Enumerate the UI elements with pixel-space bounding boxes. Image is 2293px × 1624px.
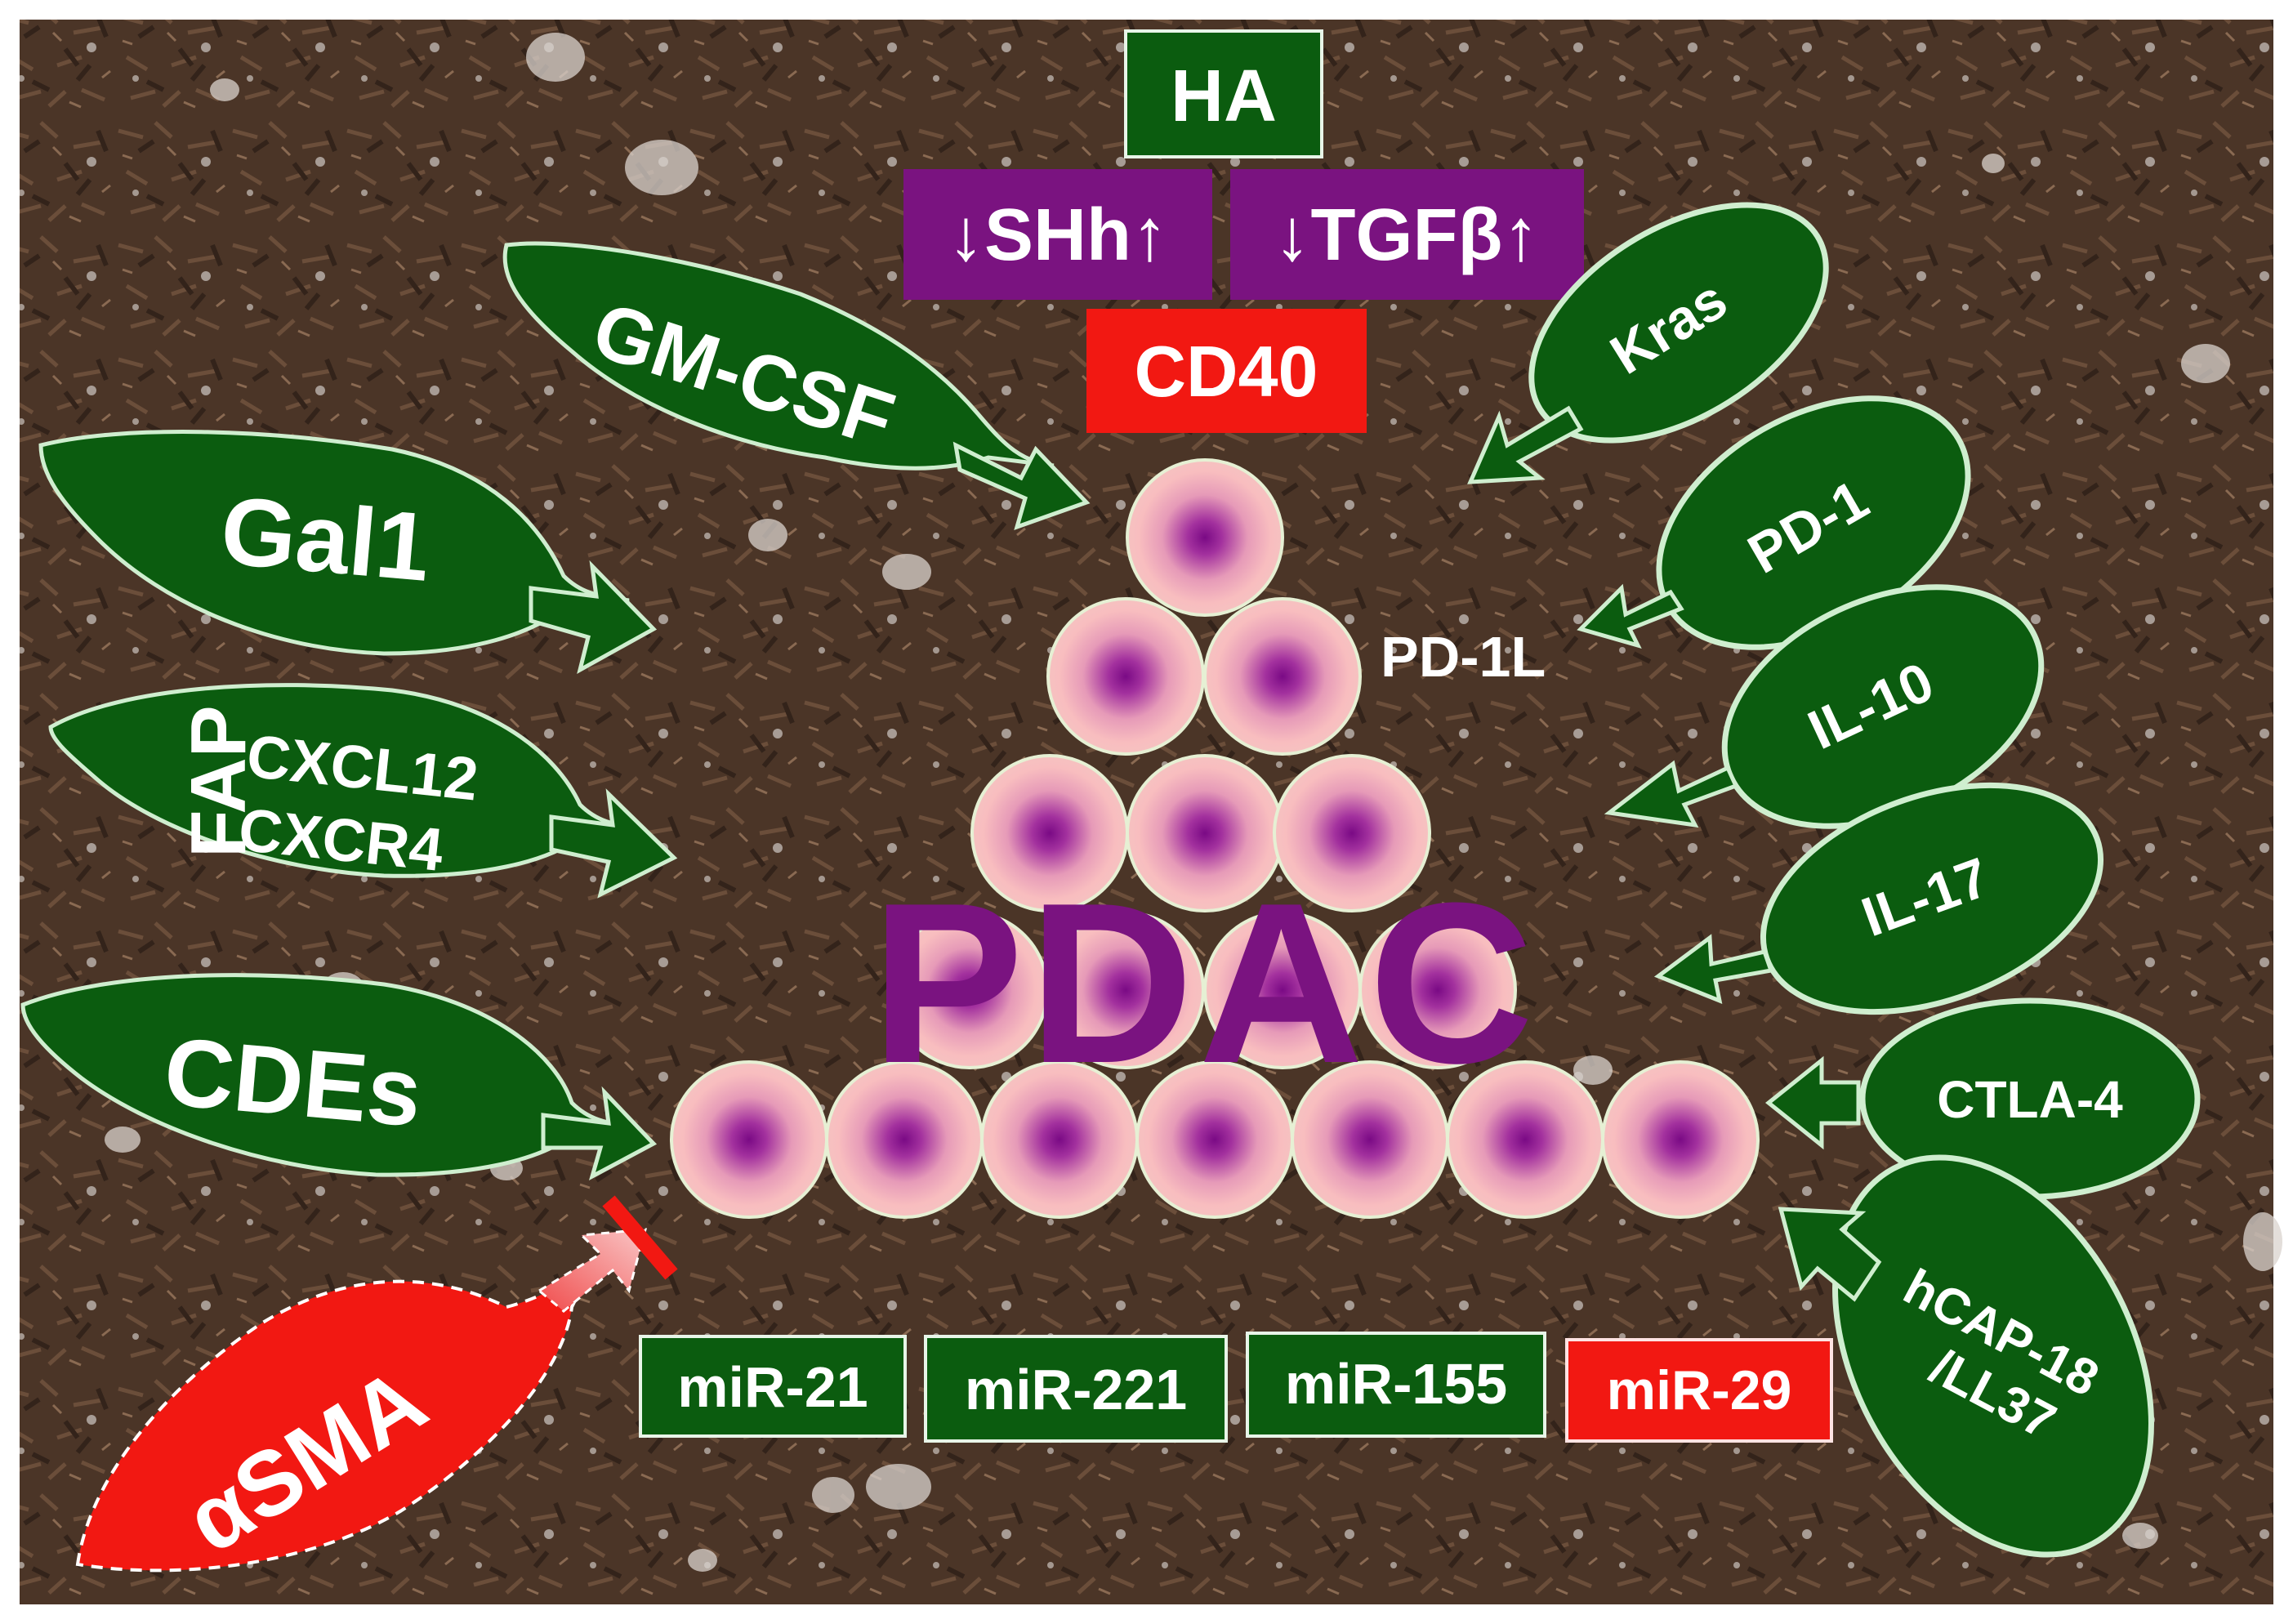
ctla4-label: CTLA-4 [1937,1070,2123,1129]
mir29-label: miR-29 [1607,1359,1792,1421]
il17-oval: IL-17 [1653,782,2104,1015]
ctla4-oval: CTLA-4 [1764,997,2201,1200]
shh-box: ↓SHh↑ [903,169,1212,300]
shh-label: ↓SHh↑ [948,194,1168,276]
tumor-cell [1601,1060,1760,1219]
mir21-box: miR-21 [639,1335,907,1438]
tumor-cell-pyramid [670,458,1760,1219]
mir221-label: miR-221 [965,1358,1187,1421]
cd40-box: CD40 [1086,309,1367,433]
tumor-cell [1273,754,1431,912]
tumor-cell [1126,458,1284,617]
fap-label: FAP [175,705,262,858]
mir155-label: miR-155 [1285,1352,1507,1416]
cd40-label: CD40 [1135,331,1318,412]
tumor-cell [1046,597,1205,756]
pd1l-label: PD-1L [1381,625,1546,689]
mir155-box: miR-155 [1246,1332,1546,1438]
tumor-cell [1203,597,1362,756]
gal1-leaf: Gal1 [38,430,658,674]
mir221-box: miR-221 [924,1335,1228,1443]
gm-csf-leaf: GM-CSF [502,241,1091,530]
cdes-label: CDEs [160,1018,426,1148]
mir21-label: miR-21 [677,1355,868,1419]
mir29-box: miR-29 [1565,1338,1833,1443]
pdac-title: PDAC [871,856,1538,1111]
tgfb-label: ↓TGFβ↑ [1274,194,1540,276]
kras-oval: Kras [1467,202,1829,484]
tumor-cell [1358,911,1517,1069]
il10-oval: IL-10 [1604,584,2045,829]
cdes-leaf: CDEs [20,973,658,1180]
ha-label: HA [1171,56,1277,137]
inhibition-bar [602,1195,678,1280]
tumor-cell [670,1060,828,1219]
gal1-label: Gal1 [216,476,434,602]
ha-box: HA [1124,29,1323,158]
tgfb-box: ↓TGFβ↑ [1230,169,1584,300]
pd1-oval: PD-1 [1577,395,1971,650]
hcap-oval: hCAP-18 /LL37 [1778,1154,2154,1558]
